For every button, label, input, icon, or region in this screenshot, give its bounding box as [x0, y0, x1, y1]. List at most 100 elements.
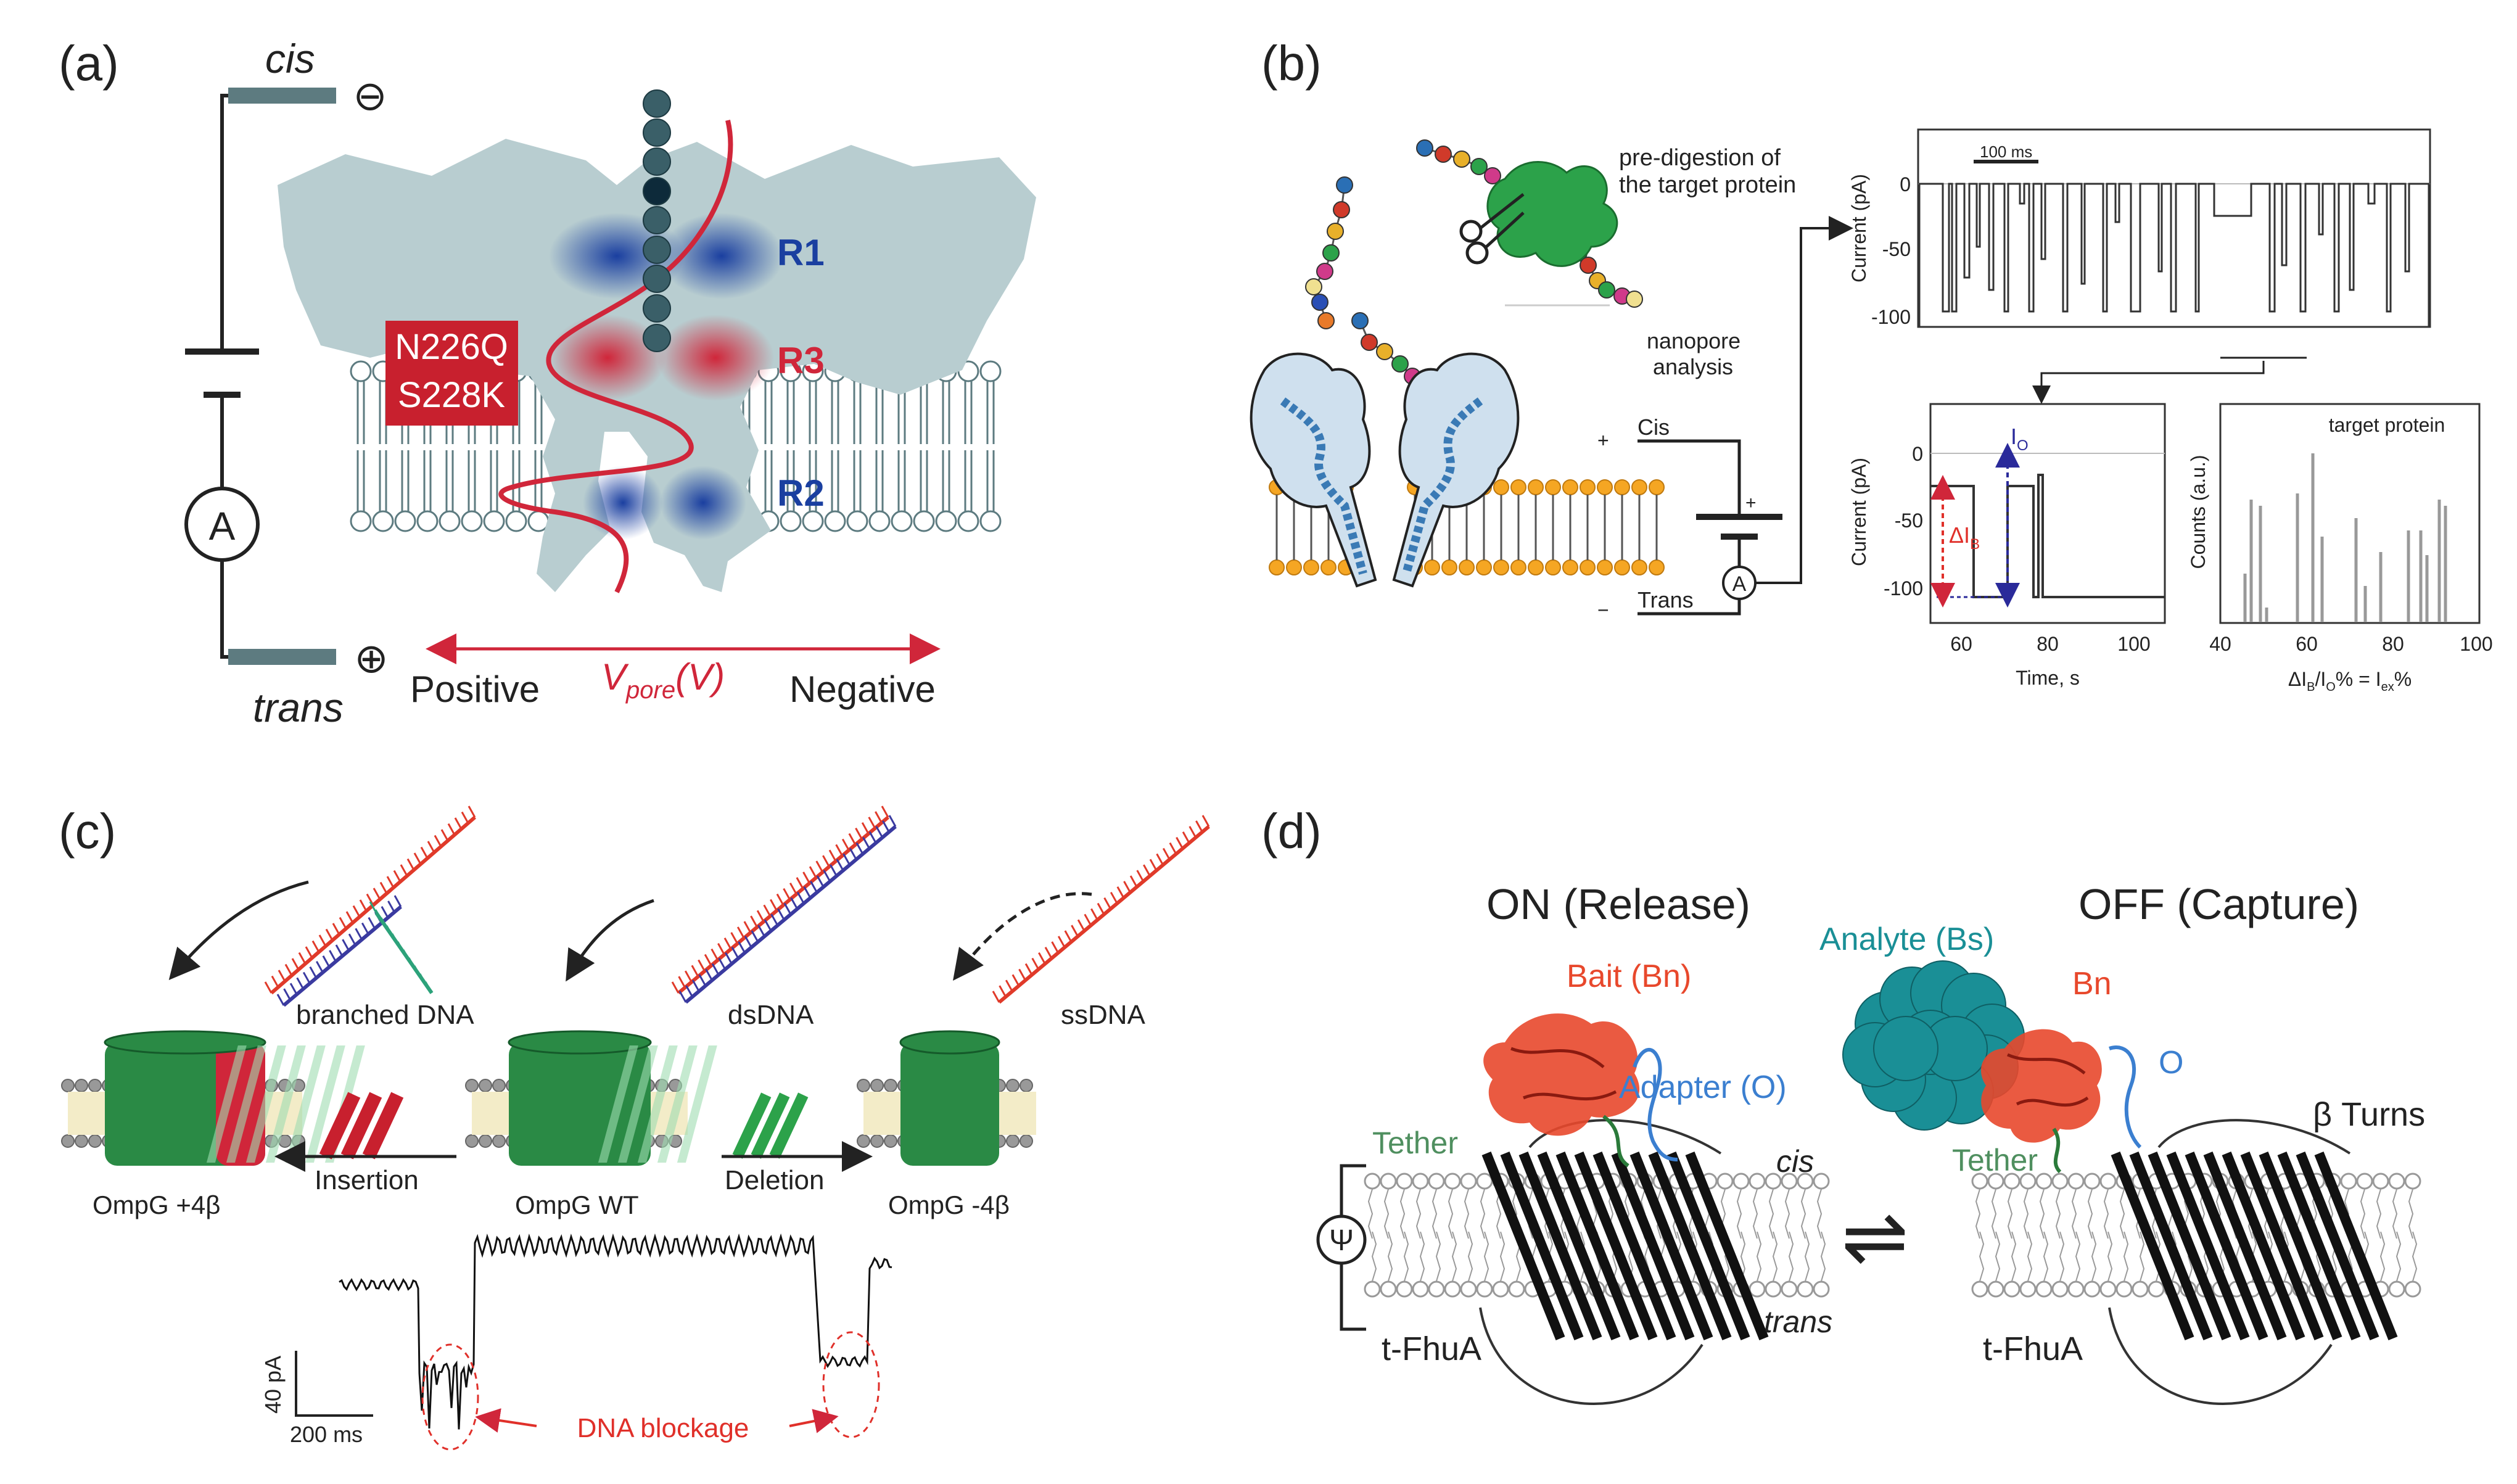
- dna-strands: [264, 806, 1210, 1007]
- lipid-head-d: [2051, 1280, 2069, 1298]
- lipid-head-b: [1649, 479, 1665, 495]
- lipid-head-d: [1971, 1173, 1988, 1190]
- dna-base: [361, 922, 369, 935]
- lipid-tail-d: [2039, 1189, 2045, 1239]
- amino-acid: [1376, 343, 1393, 360]
- lipid-head: [350, 360, 372, 382]
- lipid-head-b: [1631, 559, 1647, 575]
- adapter-label: Adapter (O): [1619, 1070, 1787, 1105]
- dna-base: [678, 976, 686, 988]
- dna-base: [736, 926, 745, 939]
- dna-base: [264, 981, 273, 994]
- hist-title: target protein: [2329, 414, 2445, 436]
- beta-strand: [2111, 1152, 2194, 1340]
- lipid-head-b: [1562, 479, 1578, 495]
- blockage-circle-2: [822, 1331, 880, 1438]
- r3-blob-left: [549, 315, 666, 401]
- ompg-minus-label: OmpG -4β: [888, 1190, 1010, 1219]
- dna-base: [862, 836, 870, 849]
- lipid-tail-d: [2395, 1231, 2402, 1282]
- panel-b-label: (b): [1261, 36, 1322, 91]
- lipid-head-d: [2003, 1280, 2021, 1298]
- analyte-bump: [1873, 1016, 1938, 1081]
- beta-strand: [1611, 1152, 1695, 1340]
- dna-base: [717, 942, 725, 955]
- circuit-a: A cis trans ⊖ ⊕: [184, 36, 389, 730]
- dna-base: [397, 941, 405, 954]
- beta-strand: [2203, 1152, 2287, 1340]
- membrane-bead: [1020, 1134, 1033, 1148]
- lipid-head: [846, 510, 868, 532]
- dna-base: [311, 940, 320, 953]
- lipid-head: [824, 510, 846, 532]
- dna-base: [691, 979, 700, 992]
- lipid-head-d: [1364, 1173, 1381, 1190]
- lipid-tail-d: [2027, 1231, 2033, 1282]
- lipid-tail-d: [1383, 1189, 1390, 1239]
- amino-acid: [1416, 139, 1433, 157]
- dna-base: [803, 886, 812, 899]
- lipid-head: [979, 510, 1002, 532]
- dna-base: [1097, 902, 1105, 915]
- lipid-tail-d: [2075, 1231, 2081, 1282]
- ompg-plus-label: OmpG +4β: [93, 1190, 220, 1219]
- dna-base: [381, 906, 389, 918]
- lipid-head-d: [1412, 1280, 1429, 1298]
- lipid-tail-d: [2043, 1231, 2049, 1282]
- dna-base: [764, 919, 772, 931]
- dna-base: [1143, 864, 1151, 876]
- lipid-head-d: [1813, 1173, 1830, 1190]
- top-ylabel: Current (pA): [1848, 174, 1870, 282]
- blockage-circle-1: [421, 1343, 479, 1451]
- dna-base: [284, 963, 293, 976]
- dna-base: [770, 899, 778, 912]
- dna-base: [461, 811, 469, 824]
- adapter-on-line: [1633, 1047, 1678, 1161]
- dna-base: [393, 895, 402, 907]
- dna-base: [420, 846, 429, 859]
- region-r2: R2: [777, 472, 825, 514]
- lipid-head-d: [1987, 1280, 2004, 1298]
- panel-a: (a) A cis trans ⊖ ⊕: [59, 36, 1036, 730]
- dna-base: [730, 932, 738, 944]
- lipid-head: [394, 510, 416, 532]
- lipid-head-d: [1765, 1173, 1782, 1190]
- dna-base: [809, 866, 817, 878]
- dna-base: [790, 897, 798, 910]
- lipid-head-d: [1476, 1280, 1493, 1298]
- dna-base: [882, 820, 890, 833]
- dna-base: [1201, 815, 1210, 827]
- lipid-head-d: [2372, 1173, 2389, 1190]
- dna-base: [671, 981, 680, 994]
- panel-c-label: (c): [59, 804, 116, 859]
- target-protein-blob: [1486, 161, 1618, 267]
- scale-x-label: 200 ms: [290, 1422, 363, 1447]
- lipid-head-d: [2099, 1173, 2117, 1190]
- dna-base: [1136, 870, 1145, 882]
- zoom-xtick-1: 80: [2037, 633, 2059, 655]
- dna-base: [875, 826, 884, 838]
- dna-base: [335, 944, 344, 957]
- beta-strand: [1537, 1152, 1621, 1340]
- tether-on-label: Tether: [1372, 1126, 1458, 1160]
- dna-base: [1123, 881, 1131, 893]
- lipid-head: [416, 510, 439, 532]
- lipid-tail-d: [1403, 1231, 1409, 1282]
- barrel-loop: [1479, 1307, 1703, 1406]
- r2-blob-left: [583, 466, 663, 540]
- barrel-loop: [2108, 1307, 2333, 1406]
- lipid-head-b: [1614, 559, 1630, 575]
- dna-base: [770, 913, 779, 926]
- lipid-tail-d: [1467, 1231, 1473, 1282]
- lipid-head-d: [1797, 1280, 1814, 1298]
- lipid-head-d: [2388, 1173, 2405, 1190]
- dna-base: [447, 823, 456, 836]
- dna-base: [342, 939, 350, 951]
- beta-strand: [2185, 1152, 2268, 1340]
- dna-base: [1038, 952, 1046, 965]
- lipid-head-d: [1380, 1280, 1397, 1298]
- dna-base: [283, 988, 291, 1000]
- beta-turns-label: β Turns: [2313, 1096, 2425, 1133]
- barrel-body: [509, 1042, 651, 1166]
- dna-base: [1005, 979, 1013, 992]
